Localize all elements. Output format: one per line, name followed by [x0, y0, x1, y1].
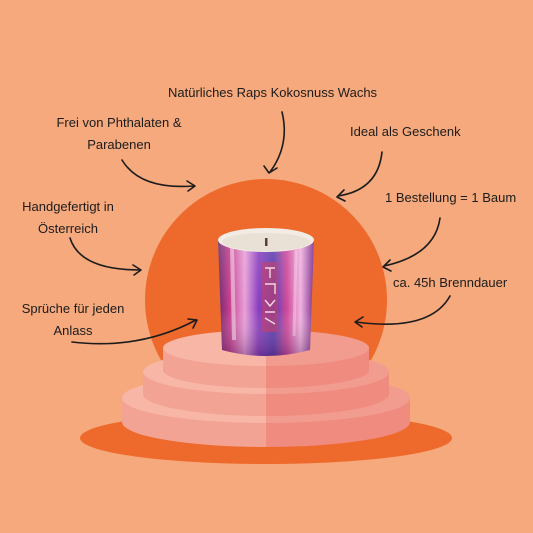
arrow-gift [337, 151, 383, 197]
jar-label-stripe [262, 262, 278, 332]
arrow-quotes [71, 319, 197, 345]
feature-burn-time: ca. 45h Brenndauer [393, 272, 507, 294]
feature-wax: Natürliches Raps Kokosnuss Wachs [168, 82, 377, 104]
feature-free-from: Frei von Phthalaten & Parabenen [50, 112, 188, 156]
feature-burn-time-text: ca. 45h Brenndauer [393, 275, 508, 290]
callout-arrows [69, 111, 451, 345]
feature-gift: Ideal als Geschenk [350, 121, 461, 143]
feature-handmade-line2: Österreich [38, 221, 98, 236]
wick [265, 238, 268, 246]
arrow-free [121, 159, 195, 188]
feature-handmade-line1: Handgefertigt in [22, 199, 114, 214]
feature-wax-text: Natürliches Raps Kokosnuss Wachs [168, 85, 378, 100]
candle-jar [218, 228, 314, 356]
arrow-tree [383, 217, 441, 267]
podium [122, 330, 410, 447]
arrow-handmade [69, 237, 141, 271]
feature-gift-text: Ideal als Geschenk [350, 124, 461, 139]
feature-tree: 1 Bestellung = 1 Baum [385, 187, 516, 209]
feature-quotes: Sprüche für jeden Anlass [14, 298, 132, 342]
arrow-burn [355, 295, 451, 325]
arrow-wax [269, 111, 286, 173]
feature-free-from-line2: Parabenen [87, 137, 151, 152]
feature-quotes-line1: Sprüche für jeden [21, 301, 125, 316]
feature-quotes-line2: Anlass [53, 323, 93, 338]
feature-free-from-line1: Frei von Phthalaten & [56, 115, 182, 130]
feature-handmade: Handgefertigt in Österreich [8, 196, 128, 240]
feature-tree-text: 1 Bestellung = 1 Baum [385, 190, 517, 205]
